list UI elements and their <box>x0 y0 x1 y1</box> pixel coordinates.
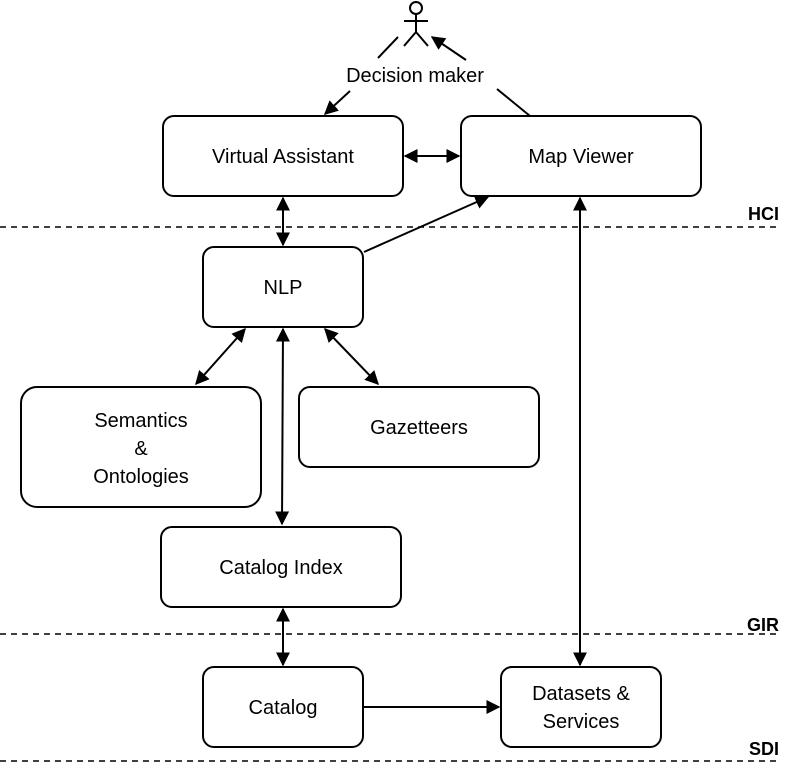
person-icon <box>403 1 429 47</box>
catalog-label: Catalog <box>249 697 318 719</box>
node-semantics-ontologies: Semantics & Ontologies <box>20 386 262 508</box>
node-nlp: NLP <box>202 246 364 328</box>
actor-label: Decision maker <box>346 65 484 87</box>
edge-actor-to-virtual-assistant <box>323 90 351 115</box>
edge-nlp-semantics <box>195 327 246 386</box>
edge-nlp-mapviewer <box>363 195 490 253</box>
node-map-viewer: Map Viewer <box>460 115 702 197</box>
node-datasets-services: Datasets & Services <box>500 666 662 748</box>
datasets-label-line2: Services <box>543 711 620 733</box>
edge-map-viewer-to-actor-head <box>430 36 467 61</box>
sdi-layer-label: SDI <box>749 739 779 759</box>
edge-nlp-gazetteers <box>324 327 379 386</box>
node-virtual-assistant: Virtual Assistant <box>162 115 404 197</box>
node-gazetteers: Gazetteers <box>298 386 540 468</box>
semantics-label-line1: Semantics <box>94 410 187 432</box>
node-catalog: Catalog <box>202 666 364 748</box>
edge-actor-line <box>377 36 399 59</box>
semantics-label-line3: Ontologies <box>93 466 189 488</box>
catalog-index-label: Catalog Index <box>219 557 342 579</box>
virtual-assistant-label: Virtual Assistant <box>212 146 354 168</box>
edge-map-viewer-to-actor <box>496 88 531 117</box>
datasets-label-line1: Datasets & <box>532 683 630 705</box>
map-viewer-label: Map Viewer <box>528 146 634 168</box>
gir-layer-label: GIR <box>747 615 779 635</box>
hci-layer-label: HCI <box>748 204 779 224</box>
gazetteers-label: Gazetteers <box>370 417 468 439</box>
semantics-label-line2: & <box>134 438 148 460</box>
node-catalog-index: Catalog Index <box>160 526 402 608</box>
nlp-label: NLP <box>264 277 303 299</box>
edge-nlp-catalog-index <box>275 327 290 526</box>
